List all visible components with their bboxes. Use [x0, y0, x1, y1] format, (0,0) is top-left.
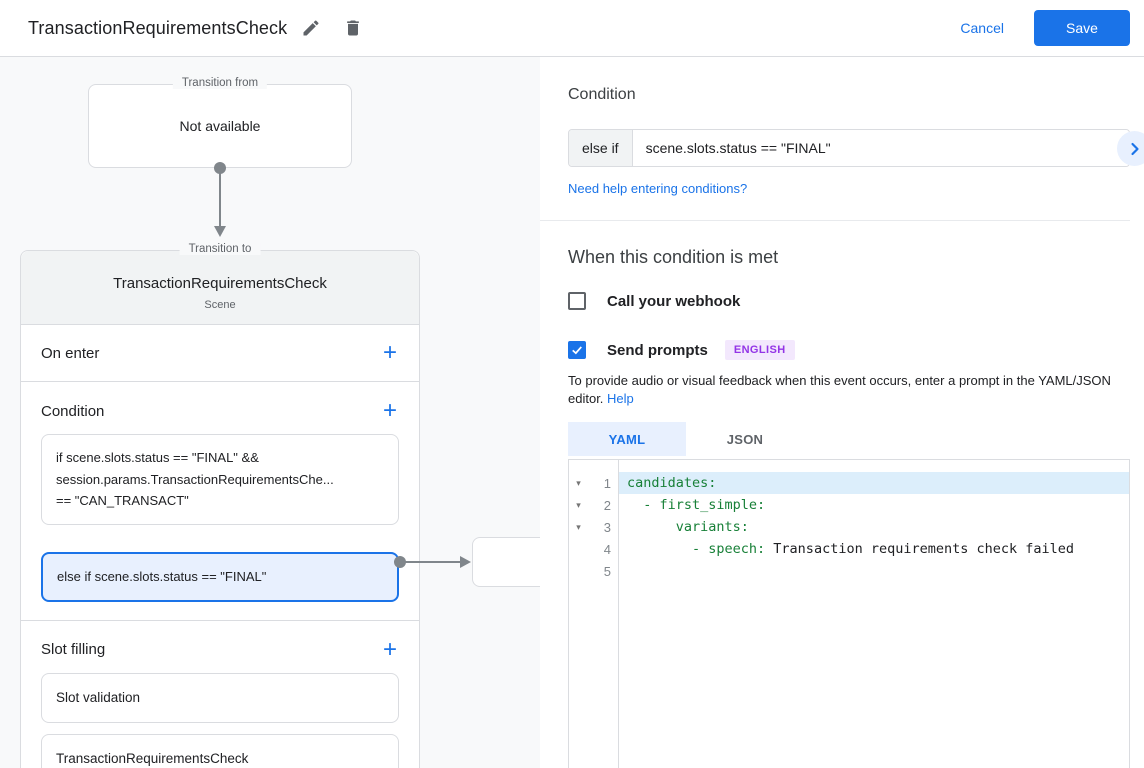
code-line[interactable]: variants:: [619, 516, 1129, 538]
on-enter-section[interactable]: On enter +: [21, 325, 419, 382]
slot-validation-item[interactable]: Slot validation: [41, 672, 399, 723]
slot-filling-label: Slot filling: [41, 641, 106, 658]
line-number: 1: [603, 475, 611, 491]
main-area: Transition from Not available Transition…: [0, 57, 1144, 768]
page-title: TransactionRequirementsCheck: [28, 17, 288, 38]
condition-prefix-label: else if: [569, 130, 633, 166]
line-number: 5: [603, 563, 611, 579]
condition-item-1-line3: == "CAN_TRANSACT": [56, 493, 189, 508]
slot-transaction-label: TransactionRequirementsCheck: [56, 751, 249, 766]
panel-title: Condition: [568, 86, 636, 103]
scene-card-header[interactable]: TransactionRequirementsCheck Scene: [21, 251, 419, 325]
save-button[interactable]: Save: [1034, 10, 1130, 46]
slot-validation-label: Slot validation: [56, 690, 141, 705]
flow-diagram-canvas: Transition from Not available Transition…: [0, 57, 540, 768]
fold-toggle-icon[interactable]: ▾: [576, 499, 581, 510]
section-divider: [540, 220, 1130, 221]
line-number: 2: [603, 497, 611, 513]
scene-type-label: Scene: [204, 299, 236, 311]
scene-name: TransactionRequirementsCheck: [113, 275, 327, 292]
trash-icon: [347, 20, 360, 36]
when-met-title: When this condition is met: [568, 247, 779, 267]
transition-target-box[interactable]: [472, 537, 540, 587]
code-line[interactable]: - speech: Transaction requirements check…: [619, 538, 1129, 560]
yaml-value: Transaction requirements check failed: [765, 541, 1075, 557]
code-line-active[interactable]: candidates:: [619, 472, 1129, 494]
editor-tabs: YAML JSON: [568, 422, 1130, 456]
slot-filling-section: Slot filling + Slot validation Transacti…: [21, 621, 419, 768]
code-line[interactable]: - first_simple:: [619, 494, 1129, 516]
delete-scene-button[interactable]: [335, 10, 371, 46]
edit-scene-button[interactable]: [293, 10, 329, 46]
on-enter-label: On enter: [41, 344, 100, 362]
fold-toggle-icon[interactable]: ▾: [576, 477, 581, 488]
webhook-label: Call your webhook: [607, 292, 741, 310]
condition-item-2-selected[interactable]: else if scene.slots.status == "FINAL": [41, 551, 399, 602]
send-prompts-checkbox[interactable]: [568, 341, 586, 359]
chevron-right-icon: [1130, 142, 1139, 155]
yaml-key: variants:: [627, 519, 749, 535]
condition-item-1[interactable]: if scene.slots.status == "FINAL" && sess…: [41, 434, 399, 525]
yaml-key: candidates:: [627, 475, 717, 491]
send-prompts-row: Send prompts ENGLISH: [568, 340, 1130, 360]
transition-to-label: Transition to: [179, 243, 261, 255]
condition-expression-group: else if: [568, 129, 1130, 167]
yaml-key: - first_simple:: [627, 497, 766, 513]
condition-item-2-text: else if scene.slots.status == "FINAL": [57, 568, 267, 584]
yaml-key: - speech:: [627, 541, 766, 557]
webhook-checkbox[interactable]: [568, 292, 586, 310]
conditions-help-link[interactable]: Need help entering conditions?: [568, 181, 748, 196]
code-line[interactable]: [619, 560, 1129, 582]
add-condition-button[interactable]: +: [382, 397, 397, 424]
send-prompts-label: Send prompts: [607, 341, 708, 359]
slot-transaction-item[interactable]: TransactionRequirementsCheck: [41, 733, 399, 768]
yaml-code-editor[interactable]: ▾ 1 ▾ 2 ▾ 3 4 5 candidates: - first_simple:…: [568, 459, 1130, 768]
collapse-panel-button[interactable]: [1117, 131, 1144, 166]
transition-from-label: Transition from: [172, 77, 268, 89]
add-slot-button[interactable]: +: [382, 635, 397, 663]
prompts-description: To provide audio or visual feedback when…: [568, 372, 1130, 408]
arrowhead-down-icon: [214, 226, 226, 237]
scene-card: Transition to TransactionRequirementsChe…: [20, 243, 420, 768]
prompts-help-link[interactable]: Help: [607, 391, 634, 406]
line-number: 3: [603, 519, 611, 535]
prompts-description-text: To provide audio or visual feedback when…: [568, 373, 1111, 406]
language-badge: ENGLISH: [724, 340, 795, 360]
cancel-button[interactable]: Cancel: [944, 12, 1020, 44]
add-on-enter-button[interactable]: +: [382, 339, 397, 366]
editor-code-area[interactable]: candidates: - first_simple: variants: - …: [619, 460, 1129, 768]
line-number: 4: [603, 541, 611, 557]
tab-yaml[interactable]: YAML: [568, 422, 686, 456]
condition-item-1-line2: session.params.TransactionRequirementsCh…: [56, 471, 334, 487]
top-bar: TransactionRequirementsCheck Cancel Save: [0, 0, 1144, 57]
transition-from-value: Not available: [179, 118, 261, 134]
transition-from-box: Transition from Not available: [88, 77, 352, 168]
editor-gutter: ▾ 1 ▾ 2 ▾ 3 4 5: [569, 460, 619, 768]
tab-json[interactable]: JSON: [726, 431, 764, 447]
webhook-row: Call your webhook: [568, 292, 1130, 310]
condition-section-label: Condition: [41, 402, 105, 420]
condition-expression-input[interactable]: [632, 130, 1129, 166]
checkmark-icon: [572, 346, 582, 355]
condition-detail-panel: Condition else if Need help entering con…: [540, 57, 1144, 768]
arrowhead-right-icon: [460, 556, 471, 568]
pencil-icon: [303, 20, 319, 36]
condition-item-1-line1: if scene.slots.status == "FINAL" &&: [56, 450, 259, 465]
fold-toggle-icon[interactable]: ▾: [576, 521, 581, 532]
condition-section: Condition + if scene.slots.status == "FI…: [21, 382, 419, 621]
